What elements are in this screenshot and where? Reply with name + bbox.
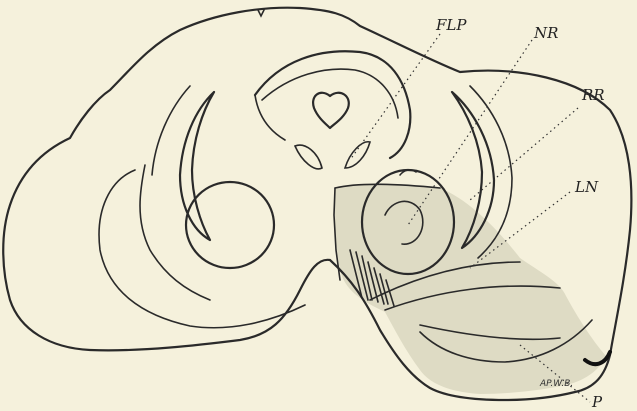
top-notch bbox=[258, 10, 264, 16]
flp-right-oval bbox=[345, 142, 370, 168]
label-ln: LN bbox=[574, 178, 599, 196]
leader-rr bbox=[470, 108, 578, 200]
tegmentum-arch-inner bbox=[262, 69, 398, 118]
tegmentum-arch bbox=[255, 51, 410, 158]
label-rr: RR bbox=[581, 86, 605, 104]
left-peduncle-curve bbox=[99, 170, 305, 328]
flp-left-oval bbox=[295, 145, 322, 169]
label-p: P bbox=[591, 393, 603, 411]
label-flp: FLP bbox=[435, 16, 467, 34]
aqueduct bbox=[313, 93, 349, 128]
label-nr: NR bbox=[533, 24, 558, 42]
left-arch-leg bbox=[255, 95, 285, 140]
left-red-nucleus bbox=[186, 182, 274, 268]
artist-signature: AP.W.B. bbox=[539, 379, 573, 389]
left-crescent bbox=[180, 92, 214, 240]
left-crescent-outer bbox=[152, 86, 190, 175]
